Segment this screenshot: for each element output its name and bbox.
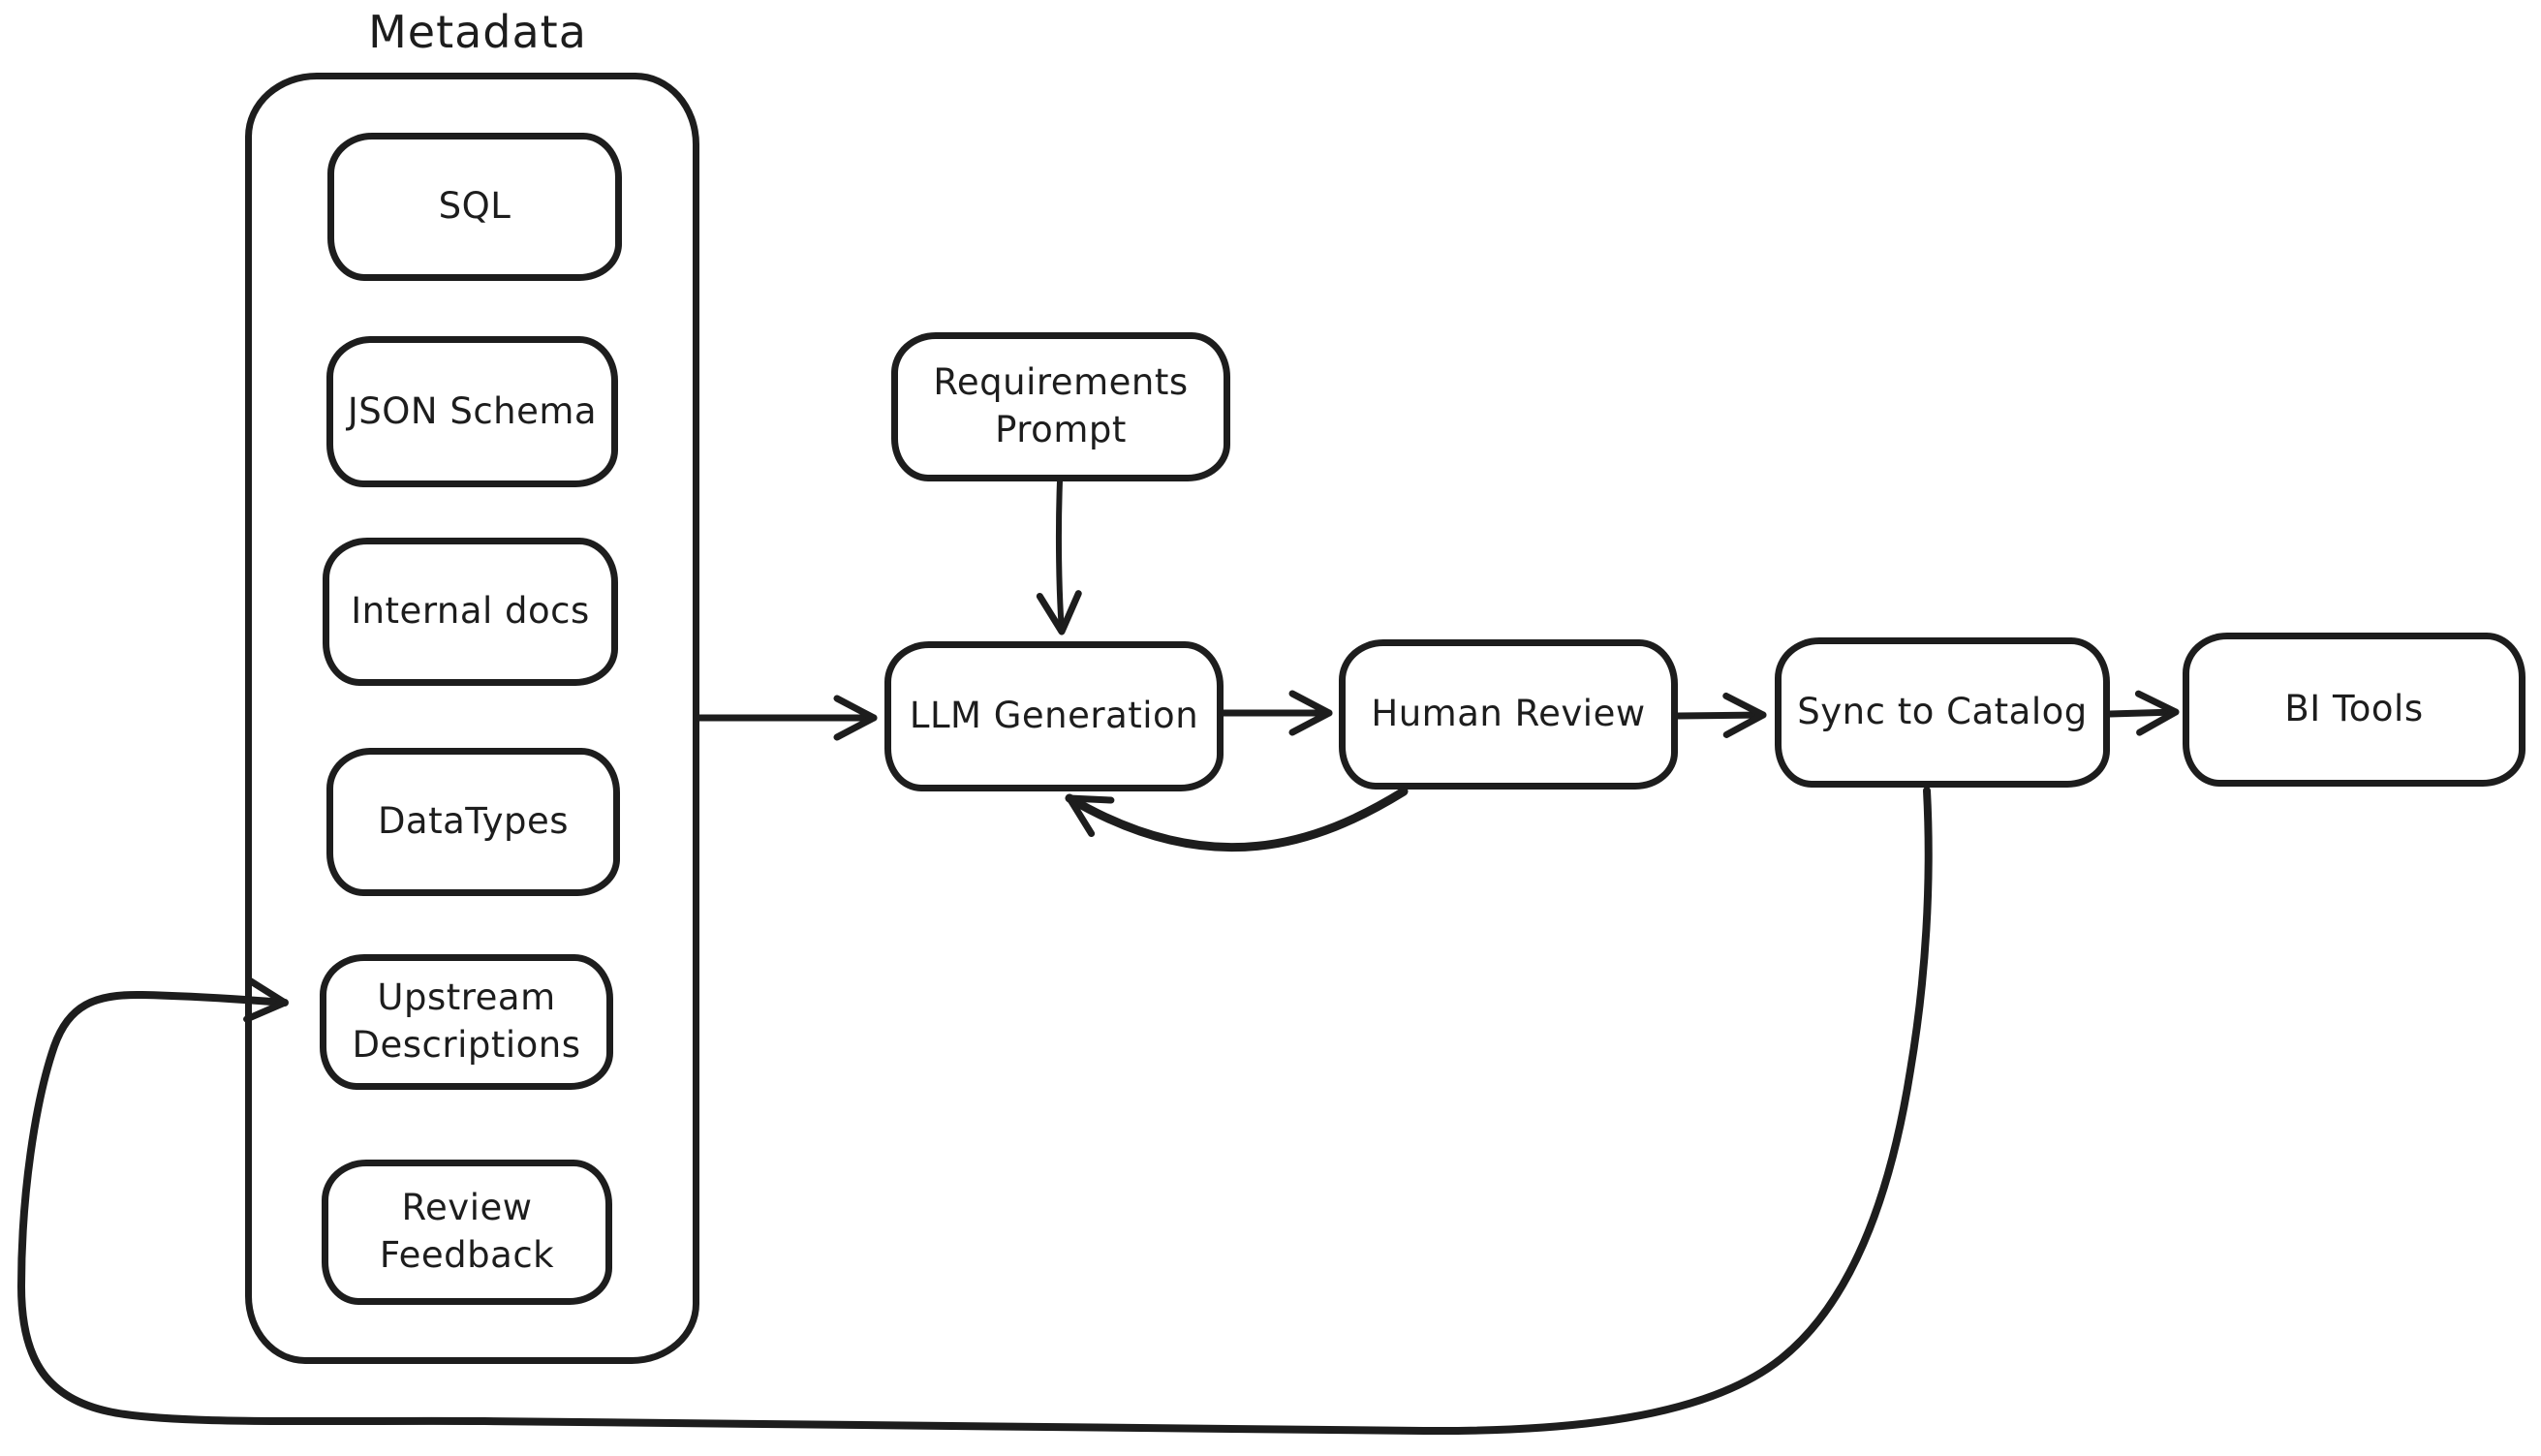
node-internal-docs-label: Internal docs bbox=[351, 590, 590, 633]
node-llm-generation-label: LLM Generation bbox=[909, 695, 1199, 737]
node-requirements-prompt: Requirements Prompt bbox=[891, 332, 1230, 481]
edge-requirements-prompt-to-llm-generation bbox=[1036, 479, 1082, 635]
metadata-group-title: Metadata bbox=[368, 6, 587, 58]
node-sync-to-catalog-label: Sync to Catalog bbox=[1797, 691, 2088, 733]
node-review-feedback: Review Feedback bbox=[322, 1160, 612, 1305]
node-bi-tools-label: BI Tools bbox=[2284, 688, 2424, 730]
node-bi-tools: BI Tools bbox=[2183, 633, 2526, 787]
node-json-schema: JSON Schema bbox=[326, 336, 618, 487]
node-human-review-label: Human Review bbox=[1371, 693, 1646, 735]
edge-human-review-to-sync-to-catalog bbox=[1674, 692, 1767, 738]
edge-sync-to-catalog-to-bi-tools bbox=[2106, 690, 2180, 736]
node-sync-to-catalog: Sync to Catalog bbox=[1775, 637, 2110, 788]
node-upstream-descriptions-label: Upstream Descriptions bbox=[352, 976, 581, 1066]
node-llm-generation: LLM Generation bbox=[884, 641, 1224, 791]
node-datatypes-label: DataTypes bbox=[377, 800, 570, 843]
node-datatypes: DataTypes bbox=[326, 748, 620, 896]
node-json-schema-label: JSON Schema bbox=[347, 389, 598, 432]
node-human-review: Human Review bbox=[1339, 639, 1678, 790]
node-upstream-descriptions: Upstream Descriptions bbox=[320, 954, 613, 1090]
node-requirements-prompt-label: Requirements Prompt bbox=[933, 361, 1189, 450]
edge-human-review-feedback-to-llm-generation bbox=[1065, 787, 1409, 852]
node-internal-docs: Internal docs bbox=[323, 538, 618, 686]
node-sql-label: SQL bbox=[438, 185, 511, 228]
node-review-feedback-label: Review Feedback bbox=[379, 1187, 555, 1276]
node-sql: SQL bbox=[327, 133, 622, 281]
